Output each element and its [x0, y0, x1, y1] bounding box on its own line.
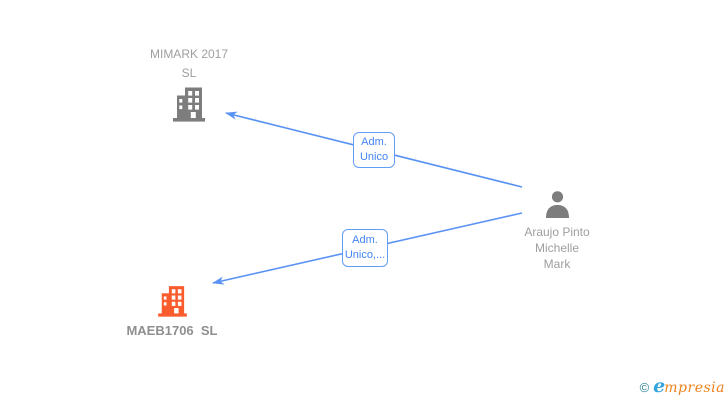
node-label-line: Mark [543, 257, 571, 271]
node-label-person: Araujo Pinto Michelle Mark [524, 224, 589, 272]
node-person-araujo[interactable]: Araujo Pinto Michelle Mark [496, 190, 618, 272]
edge-label-line: Unico,... [344, 249, 386, 261]
building-icon [173, 87, 205, 122]
building-icon [157, 286, 187, 317]
node-label-maeb: MAEB1706 SL [126, 323, 218, 338]
edge-label-line: Adm. [352, 234, 378, 246]
node-company-mimark[interactable]: MIMARK 2017 SL [119, 45, 259, 122]
edge-label-adm-unico-more[interactable]: Adm. Unico,... [342, 229, 388, 267]
node-label-line: Araujo Pinto [524, 225, 590, 239]
node-label-line: Michelle [534, 241, 579, 255]
node-company-maeb[interactable]: MAEB1706 SL [102, 283, 242, 340]
edge-label-line: Unico [359, 151, 389, 163]
edge-label-line: Adm. [361, 136, 387, 148]
brand-name: mpresia [664, 380, 725, 396]
edge-label-adm-unico[interactable]: Adm. Unico [353, 132, 395, 168]
node-label-line: MIMARK 2017 [149, 47, 229, 61]
brand-initial: e [653, 375, 666, 397]
empresia-logo[interactable]: © e mpresia [640, 375, 725, 397]
copyright-icon: © [639, 380, 650, 395]
node-label-line: SL [181, 66, 197, 80]
node-label-mimark: MIMARK 2017 SL [150, 45, 228, 83]
person-icon [545, 191, 569, 218]
